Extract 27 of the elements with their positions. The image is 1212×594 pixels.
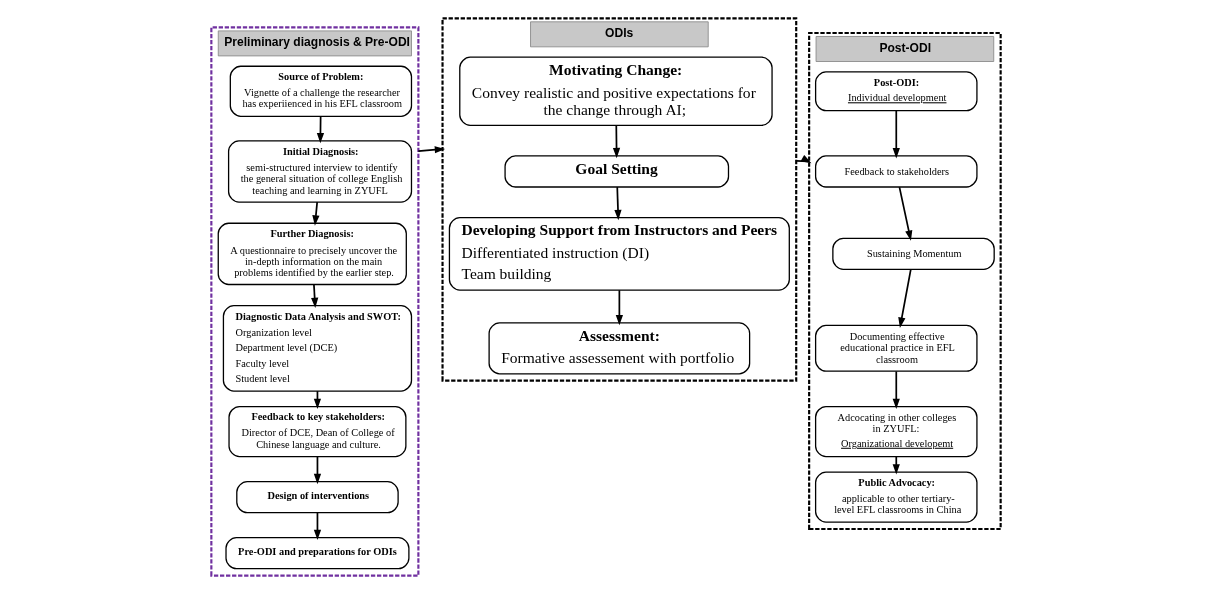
node-box: Feedback to stakeholders xyxy=(814,155,978,188)
node-box: Feedback to key stakeholders: Director of DCE, Dean of College of Chinese language and culture. xyxy=(228,405,407,458)
arrow xyxy=(898,186,913,241)
node-box: Goal Setting xyxy=(504,155,730,188)
arrow xyxy=(892,456,900,475)
node-box: Sustaining Momentum xyxy=(832,237,995,271)
node-box: Public Advocacy: applicable to other tertiary-level EFL classrooms in China xyxy=(814,471,978,523)
arrow xyxy=(892,370,900,410)
arrow xyxy=(898,268,912,328)
node-box: Motivating Change: Convey realistic and positive expectations for the change through AI; xyxy=(459,56,773,126)
arrow xyxy=(892,109,900,159)
node-box: Further Diagnosis: A questionnaire to precisely uncover the in-depth information on the main problems identified by the earlier step. xyxy=(217,222,407,286)
arrow xyxy=(312,201,320,226)
node-box: Diagnostic Data Analysis and SWOT: Organization level Department level (DCE) Faculty level Student level xyxy=(222,305,413,392)
arrow xyxy=(417,146,446,154)
node-box: Adcocating in other colleges in ZYUFL: Organizational developemt xyxy=(814,405,978,458)
node-box: Pre-ODI and preparations for ODIs xyxy=(225,537,410,570)
node-box: Design of interventions xyxy=(236,480,399,514)
node-box: Post-ODI: Individual development xyxy=(814,71,978,112)
node-box: Initial Diagnosis: semi-structured interview to identify the general situation of college English teaching and learning in ZYUFL xyxy=(227,140,413,203)
arrow xyxy=(615,289,623,326)
node-box: Documenting effective educational practice in EFL classroom xyxy=(814,324,978,372)
arrow xyxy=(612,124,621,159)
node-box: Assessment: Formative assessement with portfolio xyxy=(488,322,751,375)
node-box: Developing Support from Instructors and Peers Differentiated instruction (DI) Team building xyxy=(448,217,790,291)
node-box: Source of Problem: Vignette of a challenge the researcher has experiienced in his EFL classroom xyxy=(229,65,413,117)
arrow xyxy=(614,186,622,221)
